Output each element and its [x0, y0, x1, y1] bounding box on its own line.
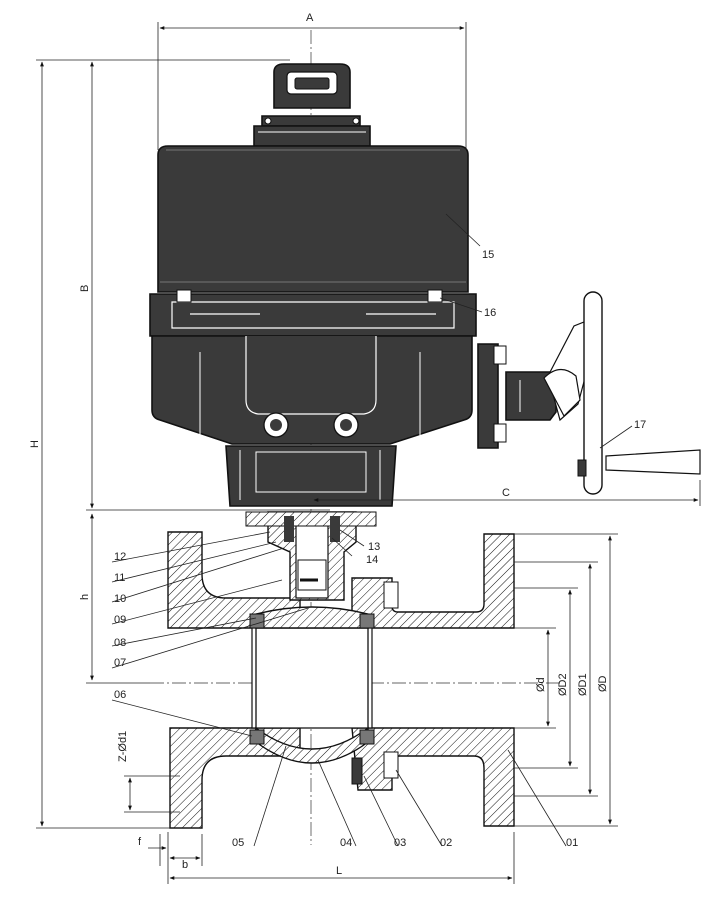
part-number-11: 11 — [114, 572, 125, 584]
part-number-03: 03 — [394, 837, 406, 849]
dim-label-d1: ØD1 — [577, 673, 589, 696]
dim-label-h-total: H — [29, 440, 41, 448]
part-number-07: 07 — [114, 657, 126, 669]
part-number-12: 12 — [114, 551, 126, 563]
dimension-lines — [36, 22, 701, 884]
part-number-13: 13 — [368, 541, 380, 553]
dim-label-z-d1: Z-Ød1 — [117, 731, 129, 762]
dim-label-b-small: b — [182, 859, 188, 871]
dim-label-b: B — [79, 285, 91, 292]
leader-lines — [111, 213, 633, 847]
dim-label-a: A — [306, 12, 314, 24]
dim-label-l: L — [336, 865, 342, 877]
actuator — [149, 63, 701, 507]
dim-label-f: f — [138, 836, 142, 848]
part-number-08: 08 — [114, 637, 126, 649]
valve-body — [167, 511, 515, 829]
dim-label-d: Ød — [535, 677, 547, 692]
part-number-15: 15 — [482, 249, 494, 261]
part-number-02: 02 — [440, 837, 452, 849]
dim-label-D: ØD — [597, 675, 609, 692]
part-number-09: 09 — [114, 614, 126, 626]
part-number-14: 14 — [366, 554, 378, 566]
dim-label-c: C — [502, 487, 510, 499]
part-number-10: 10 — [114, 593, 126, 605]
dim-label-d2: ØD2 — [557, 673, 569, 696]
part-number-01: 01 — [566, 837, 578, 849]
part-number-04: 04 — [340, 837, 352, 849]
part-number-06: 06 — [114, 689, 126, 701]
dim-label-h-small: h — [79, 594, 91, 600]
part-number-05: 05 — [232, 837, 244, 849]
part-number-16: 16 — [484, 307, 496, 319]
part-number-17: 17 — [634, 419, 646, 431]
